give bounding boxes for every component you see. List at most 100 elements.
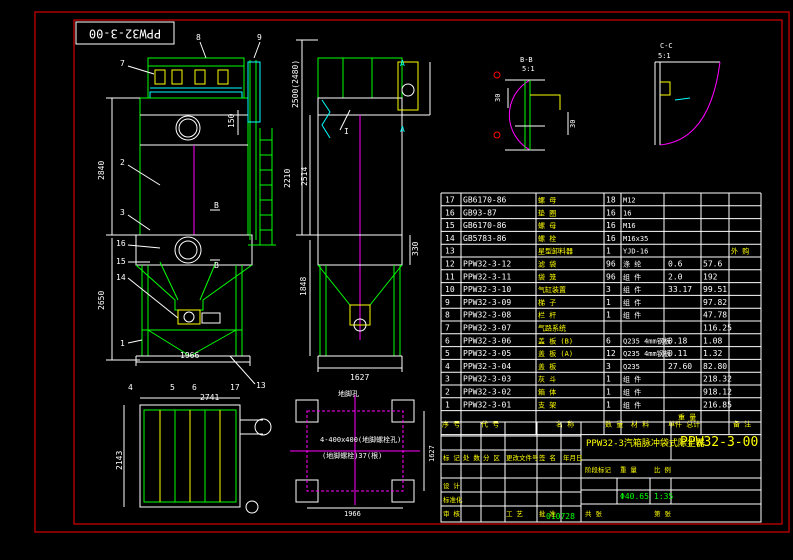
bom-row-no: 6 <box>445 336 450 345</box>
bom-row-no: 2 <box>445 388 450 397</box>
bom-row-qty: 1 <box>606 298 611 307</box>
bom-row-material: M16x35 <box>623 235 648 243</box>
title-block-label: 更改文件号 <box>506 453 539 462</box>
bom-row-name: 栏 杆 <box>538 311 556 320</box>
bom-row-unit-weight: 33.17 <box>668 285 692 294</box>
outer-frame <box>34 11 790 533</box>
detail-cc-title: C-C <box>660 42 673 50</box>
title-block-text: PPW32-3汽箱脉冲袋式除尘器 PPW32-3-00 Φ40.65 1:35 … <box>546 435 758 521</box>
bom-row-code: PPW32-3-10 <box>463 285 511 294</box>
bom-row-material: 16 <box>623 209 631 217</box>
detail-bb-title: B-B <box>520 56 533 64</box>
bom-header-material: 材 料 <box>631 420 649 429</box>
bom-row-code: PPW32-3-02 <box>463 388 511 397</box>
bom-row-material: 组 件 <box>623 388 641 397</box>
dim-foundation-width: 1966 <box>344 510 361 518</box>
dim-overall-height: 2840 <box>97 161 106 180</box>
title-block-label: 标准化 <box>443 495 463 504</box>
title-block-label: 分 区 <box>483 453 500 462</box>
bom-row-total-weight: 57.6 <box>703 260 722 269</box>
balloon-13: 13 <box>256 381 266 390</box>
bom-row-total-weight: 99.51 <box>703 285 727 294</box>
detail-bb-scale: 5:1 <box>522 65 535 73</box>
foundation-label: 地脚孔 <box>338 389 359 398</box>
bom-header-weight-cols: 单件 总计 <box>668 420 700 429</box>
bom-row-no: 4 <box>445 362 450 371</box>
dim-mid2-height: 2514 <box>300 167 309 186</box>
bom-row-qty: 16 <box>606 208 616 217</box>
section-mark-b-bottom: B <box>214 261 219 270</box>
bom-row-no: 9 <box>445 298 450 307</box>
bom-row-material: 涤 纶 <box>623 260 641 269</box>
bom-row-qty: 96 <box>606 260 616 269</box>
drawing-number-box: PPW32-3-00 <box>75 21 175 45</box>
bom-row-code: PPW32-3-05 <box>463 349 511 358</box>
bom-row-qty: 1 <box>606 400 611 409</box>
bom-header-code: 代 号 <box>481 420 499 429</box>
dim-plan-width: 2741 <box>200 393 219 402</box>
plan-view <box>123 397 272 514</box>
bom-row-name: 星型卸料器 <box>538 247 573 256</box>
dim-width: 1966 <box>180 351 199 360</box>
bom-header-qty: 数 量 <box>605 420 623 429</box>
title-block-label: 重 量 <box>620 466 637 474</box>
side-view-labels: 2500(2480) 2210 2514 330 1848 1627 A A I <box>283 59 420 382</box>
bom-row-no: 8 <box>445 311 450 320</box>
foundation-view-labels: 地脚孔 4-400x400(地脚螺栓孔) (地脚螺栓)37(根) 1966 16… <box>320 389 436 518</box>
scale-value: 1:35 <box>654 492 673 501</box>
bom-row-name: 灰 斗 <box>538 375 556 384</box>
title-block-label: 比 例 <box>654 465 671 474</box>
bom-row-code: GB93-87 <box>463 208 497 217</box>
inner-frame <box>73 19 783 525</box>
bom-row-total-weight: 1.32 <box>703 349 722 358</box>
balloon-7: 7 <box>120 59 125 68</box>
bom-row-total-weight: 82.80 <box>703 362 727 371</box>
bom-row-name: 盖 板 (A) <box>538 349 573 358</box>
front-view <box>106 41 276 385</box>
bom-row-name: 气缸装置 <box>538 285 566 294</box>
bom-row-name: 袋 笼 <box>538 272 556 281</box>
bom-row-no: 7 <box>445 324 450 333</box>
detail-cc-labels: C-C 5:1 <box>658 42 673 60</box>
bom-row-total-weight: 1.08 <box>703 336 722 345</box>
dim-plan-height: 2143 <box>115 451 124 470</box>
bom-row-total-weight: 192 <box>703 272 718 281</box>
bom-row-material: M12 <box>623 197 636 205</box>
dim-top-height: 2500(2480) <box>291 60 300 108</box>
balloon-6: 6 <box>192 383 197 392</box>
title-block-label: 签 名 <box>539 453 556 462</box>
bom-row-unit-weight: 2.0 <box>668 272 683 281</box>
bom-row-unit-weight: 27.60 <box>668 362 692 371</box>
bom-row-no: 14 <box>445 234 455 243</box>
bom-row-code: PPW32-3-04 <box>463 362 511 371</box>
bom-row-code: PPW32-3-06 <box>463 336 511 345</box>
foundation-note-2: (地脚螺栓)37(根) <box>322 451 382 460</box>
bom-row-total-weight: 116.25 <box>703 324 732 333</box>
bom-row-name: 箱 体 <box>538 388 556 397</box>
bom-row-code: GB6170-86 <box>463 196 507 205</box>
bom-row-code: PPW32-3-08 <box>463 311 511 320</box>
bom-row-no: 17 <box>445 196 455 205</box>
bom-row-material: 组 件 <box>623 311 641 320</box>
bom-row-no: 15 <box>445 221 455 230</box>
title-block-label: 处 数 <box>463 453 480 462</box>
bom-row-qty: 1 <box>606 311 611 320</box>
bom-row-name: 气路系统 <box>538 324 566 333</box>
section-mark-a2: A <box>400 125 405 134</box>
drawing-number: PPW32-3-00 <box>680 435 758 450</box>
front-view-labels: 8 9 7 2 3 16 15 14 1 13 2840 2650 150 19… <box>97 33 266 390</box>
detail-bb <box>493 71 569 151</box>
title-block-label: 第 张 <box>654 509 671 518</box>
title-block-label: 年月日 <box>563 453 583 462</box>
bom-row-qty: 1 <box>606 375 611 384</box>
plan-view-labels: 4 5 6 17 2741 2143 <box>115 383 240 470</box>
title-block-label: 共 张 <box>585 509 602 518</box>
bom-row-total-weight: 97.82 <box>703 298 727 307</box>
bom-row-unit-weight: 0.6 <box>668 260 683 269</box>
balloon-2: 2 <box>120 158 125 167</box>
serial-number: 010728 <box>546 512 575 521</box>
bom-row-unit-weight: 0.11 <box>668 349 687 358</box>
